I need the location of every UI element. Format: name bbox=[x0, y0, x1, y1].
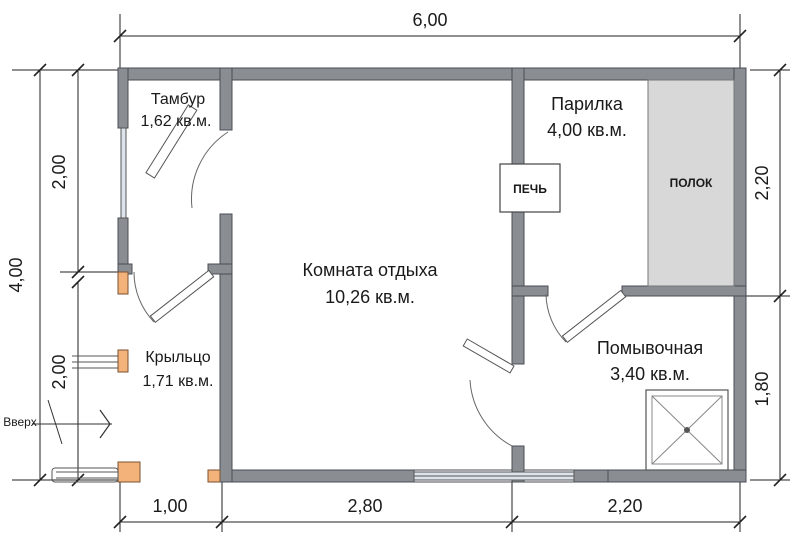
dimension-left-total: 4,00 bbox=[6, 63, 120, 487]
dim-bottom-1: 1,00 bbox=[152, 496, 187, 516]
dimension-left-lower: 2,00 bbox=[49, 275, 85, 487]
polok-bench: ПОЛОК bbox=[647, 79, 735, 287]
room-kryltso-name: Крыльцо bbox=[145, 349, 210, 366]
shower-tray bbox=[645, 389, 729, 471]
room-kryltso-area: 1,71 кв.м. bbox=[143, 373, 214, 390]
room-komnata-name: Комната отдыха bbox=[303, 260, 439, 280]
room-tambur-name: Тамбур bbox=[151, 91, 205, 108]
dimension-right: 2,20 1,80 bbox=[740, 63, 790, 487]
arrow-icon bbox=[99, 409, 111, 439]
stairs-up: Вверх bbox=[3, 399, 112, 445]
dim-top-total: 6,00 bbox=[412, 10, 447, 30]
windows bbox=[120, 127, 575, 481]
dimension-left-upper: 2,00 bbox=[49, 63, 120, 279]
dim-left-total: 4,00 bbox=[6, 257, 26, 292]
porch-railing bbox=[51, 355, 119, 483]
room-tambur: Тамбур 1,62 кв.м. bbox=[141, 91, 212, 130]
room-pomyvochnaya-name: Помывочная bbox=[597, 338, 703, 358]
dim-left-upper: 2,00 bbox=[49, 154, 69, 189]
dim-right-lower: 1,80 bbox=[752, 371, 772, 406]
door-tambur-bottom[interactable] bbox=[133, 269, 215, 323]
pech-stove: ПЕЧЬ bbox=[499, 163, 561, 213]
dimension-bottom: 1,00 2,80 2,20 bbox=[113, 482, 747, 532]
room-pomyvochnaya-area: 3,40 кв.м. bbox=[610, 364, 690, 384]
polok-label: ПОЛОК bbox=[670, 176, 713, 190]
room-parilka-name: Парилка bbox=[551, 94, 624, 114]
door-main-room[interactable] bbox=[462, 338, 515, 447]
room-kryltso: Крыльцо 1,71 кв.м. bbox=[143, 349, 214, 390]
room-komnata-area: 10,26 кв.м. bbox=[325, 287, 415, 307]
dim-bottom-3: 2,20 bbox=[607, 496, 642, 516]
dim-bottom-2: 2,80 bbox=[347, 496, 382, 516]
room-pomyvochnaya: Помывочная 3,40 кв.м. bbox=[597, 338, 703, 384]
dim-right-upper: 2,20 bbox=[752, 165, 772, 200]
room-parilka: Парилка 4,00 кв.м. bbox=[547, 94, 627, 140]
dim-left-lower: 2,00 bbox=[49, 354, 69, 389]
pech-label: ПЕЧЬ bbox=[513, 182, 547, 196]
room-tambur-area: 1,62 кв.м. bbox=[141, 113, 212, 130]
room-komnata: Комната отдыха 10,26 кв.м. bbox=[303, 260, 439, 307]
stairs-up-label: Вверх bbox=[3, 415, 36, 429]
door-tambur[interactable] bbox=[145, 104, 229, 209]
dimension-top: 6,00 bbox=[113, 10, 747, 70]
door-pomyvochnaya[interactable] bbox=[545, 289, 627, 343]
room-parilka-area: 4,00 кв.м. bbox=[547, 120, 627, 140]
